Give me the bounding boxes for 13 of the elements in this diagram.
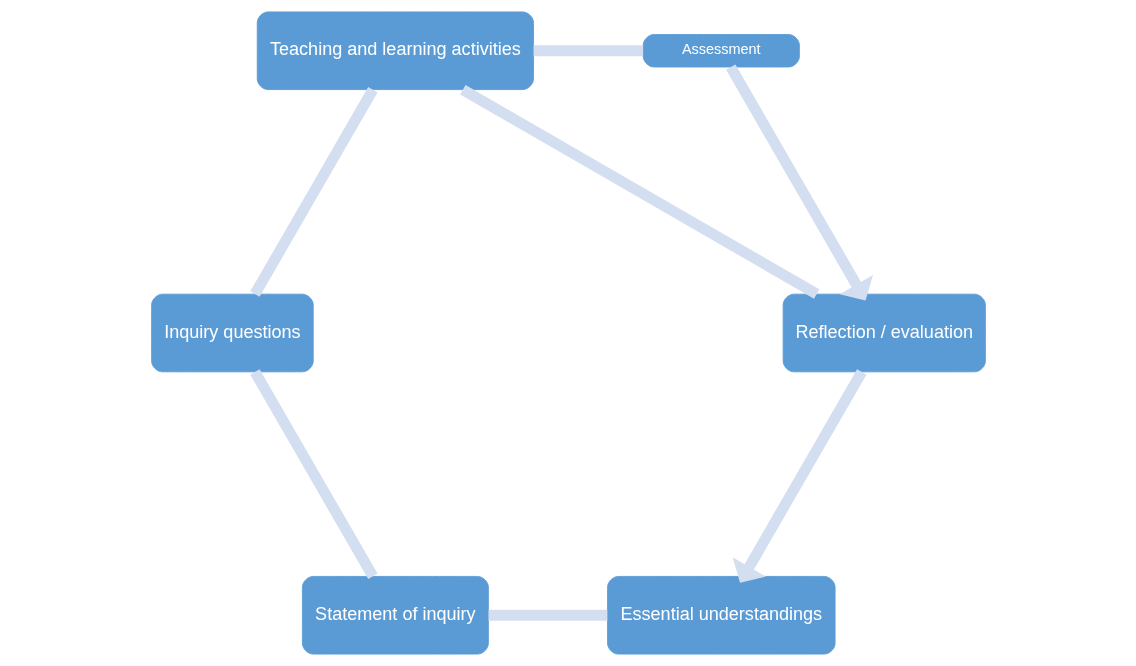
node-box: Assessment: [642, 34, 800, 68]
connector: [533, 45, 643, 57]
node-box: Inquiry questions: [150, 293, 314, 373]
arrow: [732, 369, 866, 583]
connector: [249, 369, 378, 580]
connector: [488, 609, 607, 621]
node-box: Essential understandings: [606, 575, 836, 655]
connector: [249, 87, 378, 297]
node-box: Statement of inquiry: [301, 575, 489, 655]
node-box: Teaching and learning activities: [256, 11, 534, 90]
connector: [459, 85, 819, 299]
node-box: Reflection / evaluation: [782, 293, 986, 373]
arrow: [725, 64, 873, 301]
